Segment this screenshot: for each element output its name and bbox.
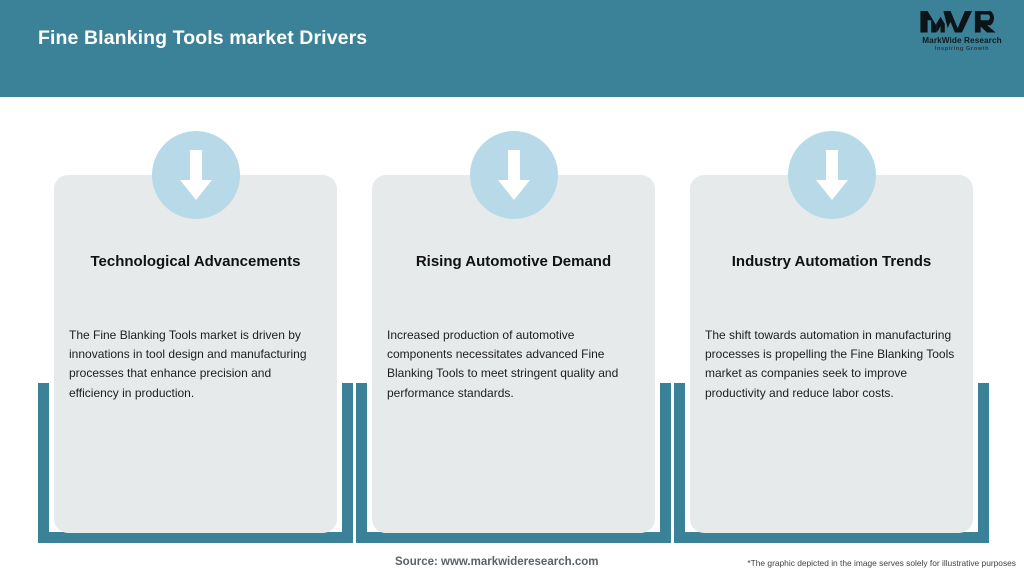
card-accent-frame [674, 383, 989, 543]
arrow-down-icon [497, 150, 530, 200]
card-body-text: Increased production of automotive compo… [387, 328, 619, 400]
page-title: Fine Blanking Tools market Drivers [38, 27, 368, 49]
card-icon-badge [151, 131, 240, 219]
card-surface: Industry Automation Trends The shift tow… [690, 175, 973, 533]
card-body-text: The Fine Blanking Tools market is driven… [69, 328, 307, 400]
arrow-down-icon [815, 150, 848, 200]
card-body-text: The shift towards automation in manufact… [705, 328, 955, 400]
card-surface: Technological Advancements The Fine Blan… [54, 175, 337, 533]
card-title: Industry Automation Trends [731, 253, 932, 270]
header-bar: Fine Blanking Tools market Drivers MarkW… [0, 0, 1024, 97]
card-accent-frame [38, 383, 353, 543]
card-accent-frame [356, 383, 671, 543]
arrow-down-icon [179, 150, 212, 200]
card-title: Rising Automotive Demand [415, 253, 612, 270]
disclaimer-note: *The graphic depicted in the image serve… [747, 558, 1016, 568]
mwr-logo-icon [920, 10, 996, 33]
card-icon-badge [469, 131, 558, 219]
brand-logo: MarkWide Research Inspiring Growth [914, 6, 1010, 60]
card-surface: Rising Automotive Demand Increased produ… [372, 175, 655, 533]
driver-card-3[interactable]: Industry Automation Trends The shift tow… [674, 131, 989, 543]
driver-card-2[interactable]: Rising Automotive Demand Increased produ… [356, 131, 671, 543]
card-icon-badge [787, 131, 876, 219]
driver-card-1[interactable]: Technological Advancements The Fine Blan… [38, 131, 353, 543]
logo-tagline: Inspiring Growth [934, 45, 990, 52]
source-label: Source: www.markwideresearch.com [395, 556, 599, 568]
card-title: Technological Advancements [90, 253, 301, 270]
logo-company-name: MarkWide Research [922, 36, 1002, 45]
